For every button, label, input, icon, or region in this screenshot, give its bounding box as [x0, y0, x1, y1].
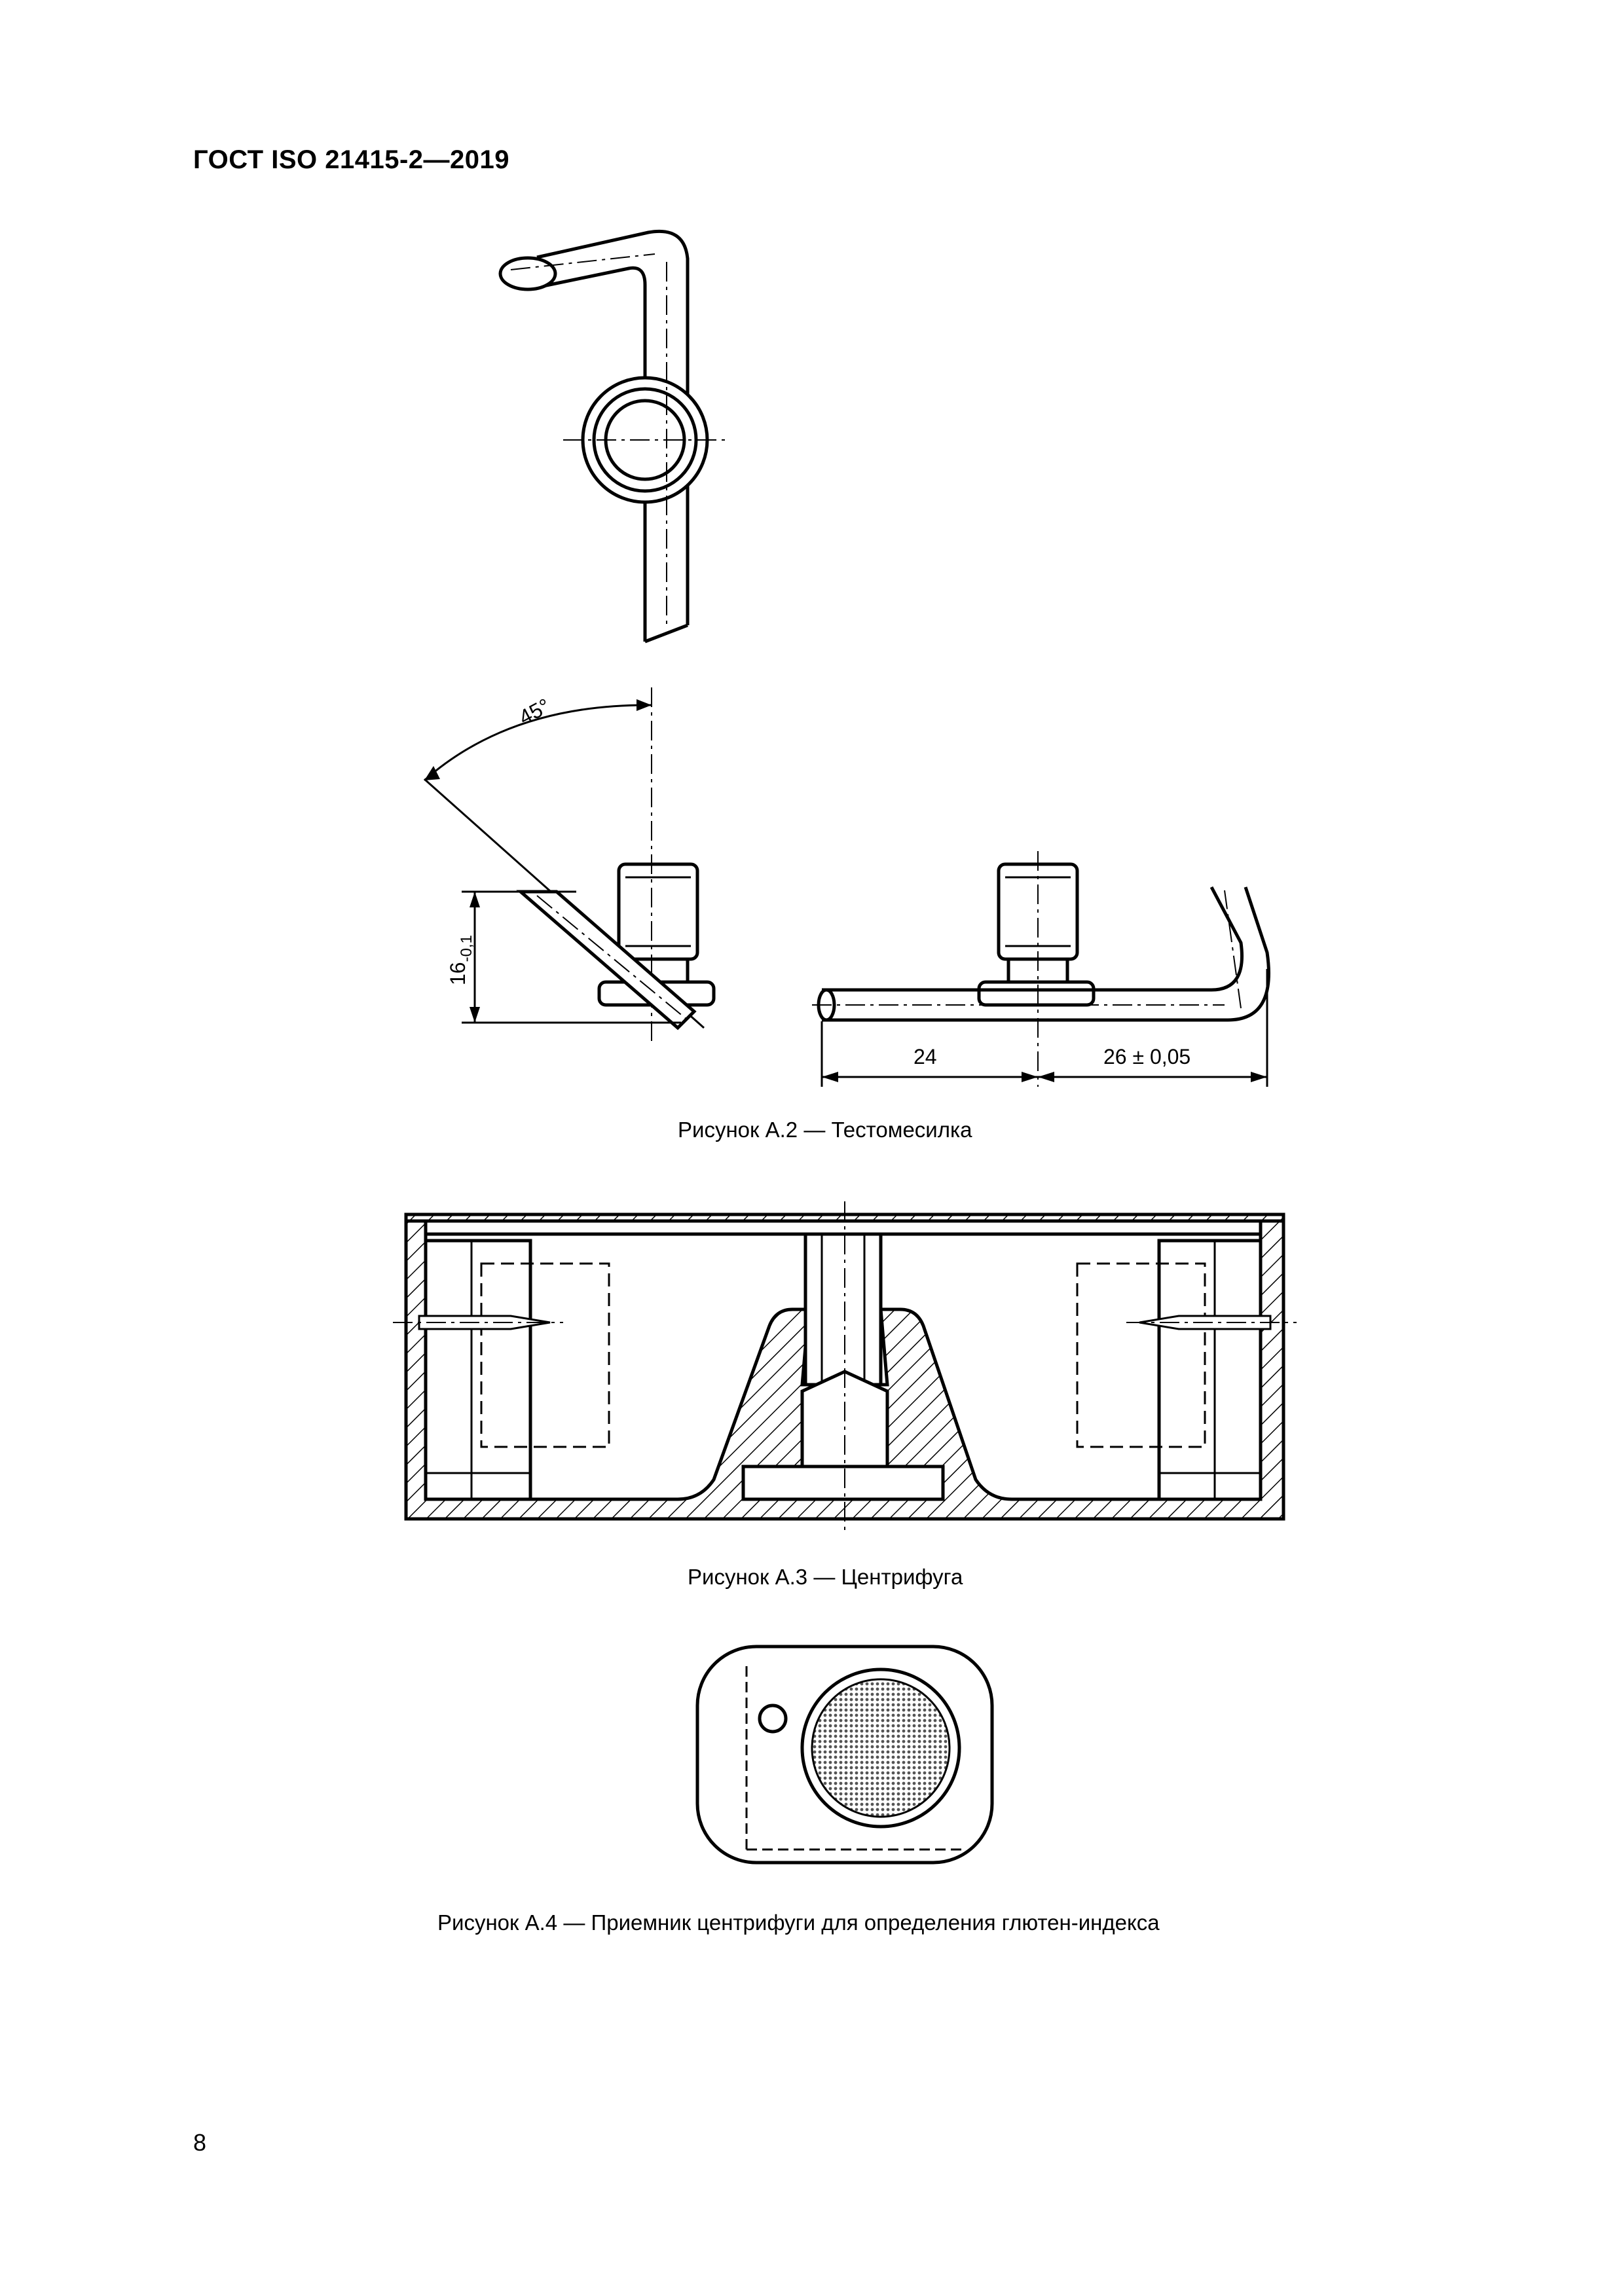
figure-a2-caption: Рисунок А.2 — Тестомесилка	[678, 1118, 972, 1142]
figure-a4-caption: Рисунок А.4 — Приемник центрифуги для оп…	[437, 1910, 1160, 1935]
document-header: ГОСТ ISO 21415-2—2019	[193, 145, 509, 174]
centrifuge-receiver	[695, 1645, 994, 1865]
height-dimension-label: 16-0,1	[446, 935, 475, 985]
page-number: 8	[193, 2129, 207, 2156]
kneader-top-view	[498, 229, 727, 644]
centrifuge-section	[393, 1201, 1297, 1532]
figure-a3-caption: Рисунок А.3 — Центрифуга	[688, 1565, 963, 1589]
kneader-side-view-angled: 45° 16-0,1	[424, 687, 716, 1041]
length-left-label: 24	[913, 1045, 937, 1068]
kneader-side-view-straight: 24 26 ± 0,05	[812, 851, 1270, 1087]
svg-text:16-0,1: 16-0,1	[446, 935, 475, 985]
length-right-label: 26 ± 0,05	[1103, 1045, 1190, 1068]
